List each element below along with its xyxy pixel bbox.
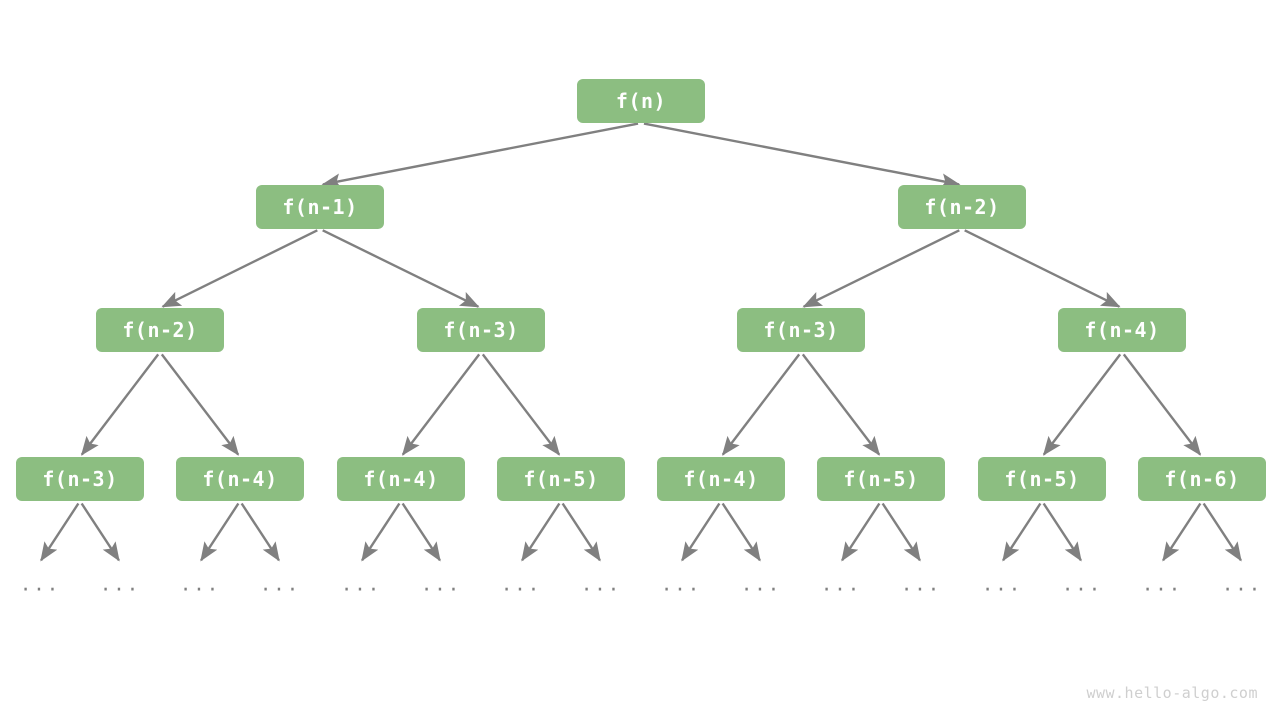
ellipsis-marker: ... <box>580 573 622 596</box>
tree-node-n4: f(n-3) <box>417 308 545 352</box>
ellipsis-edge-14 <box>1162 502 1202 562</box>
ellipsis-edge-0 <box>40 502 80 562</box>
tree-node-n12: f(n-5) <box>817 457 945 501</box>
ellipsis-edges <box>40 502 1242 562</box>
tree-node-n5: f(n-3) <box>737 308 865 352</box>
edge-n1-to-n3 <box>161 229 318 308</box>
tree-node-n9: f(n-4) <box>337 457 465 501</box>
edge-n5-to-n11 <box>721 353 801 456</box>
ellipsis-edge-11 <box>881 502 921 562</box>
ellipsis-marker: ... <box>820 573 862 596</box>
edge-n0-to-n1 <box>321 122 639 189</box>
tree-node-n7: f(n-3) <box>16 457 144 501</box>
ellipsis-marker: ... <box>259 573 301 596</box>
ellipsis-edge-2 <box>200 502 240 562</box>
ellipsis-marker: ... <box>420 573 462 596</box>
tree-node-n3: f(n-2) <box>96 308 224 352</box>
edge-n3-to-n8 <box>160 353 240 456</box>
ellipsis-marker: ... <box>900 573 942 596</box>
ellipsis-edge-5 <box>401 502 441 562</box>
ellipsis-marker: ... <box>740 573 782 596</box>
ellipsis-edge-13 <box>1042 502 1082 562</box>
ellipsis-edge-8 <box>681 502 721 562</box>
edge-n2-to-n6 <box>964 229 1121 308</box>
ellipsis-marker: ... <box>1061 573 1103 596</box>
edge-n0-to-n2 <box>643 122 961 189</box>
ellipsis-marker: ... <box>500 573 542 596</box>
edge-n1-to-n4 <box>322 229 480 308</box>
tree-node-n10: f(n-5) <box>497 457 625 501</box>
tree-edges <box>80 122 1202 456</box>
edge-n4-to-n9 <box>401 353 481 456</box>
ellipsis-marker: ... <box>99 573 141 596</box>
ellipsis-edge-7 <box>561 502 601 562</box>
tree-node-n8: f(n-4) <box>176 457 304 501</box>
ellipsis-edge-15 <box>1202 502 1242 562</box>
ellipsis-edge-12 <box>1002 502 1042 562</box>
ellipsis-edge-10 <box>841 502 881 562</box>
ellipsis-edge-6 <box>521 502 561 562</box>
ellipsis-edge-3 <box>240 502 280 562</box>
edge-n5-to-n12 <box>801 353 881 456</box>
edge-n3-to-n7 <box>80 353 160 456</box>
ellipsis-marker: ... <box>981 573 1023 596</box>
tree-node-n2: f(n-2) <box>898 185 1026 229</box>
tree-node-n11: f(n-4) <box>657 457 785 501</box>
ellipsis-marker: ... <box>660 573 702 596</box>
ellipsis-marker: ... <box>179 573 221 596</box>
ellipsis-edge-1 <box>80 502 120 562</box>
tree-node-n14: f(n-6) <box>1138 457 1266 501</box>
ellipsis-marker: ... <box>1141 573 1183 596</box>
edge-n6-to-n13 <box>1042 353 1122 456</box>
ellipsis-edge-9 <box>721 502 761 562</box>
tree-node-n6: f(n-4) <box>1058 308 1186 352</box>
watermark: www.hello-algo.com <box>1086 684 1258 702</box>
ellipsis-edge-4 <box>361 502 401 562</box>
edge-n4-to-n10 <box>481 353 561 456</box>
tree-node-n1: f(n-1) <box>256 185 384 229</box>
ellipsis-marker: ... <box>340 573 382 596</box>
edge-n2-to-n5 <box>802 229 960 308</box>
tree-node-n13: f(n-5) <box>978 457 1106 501</box>
edge-n6-to-n14 <box>1122 353 1202 456</box>
ellipsis-marker: ... <box>19 573 61 596</box>
ellipsis-marker: ... <box>1221 573 1263 596</box>
tree-node-n0: f(n) <box>577 79 705 123</box>
